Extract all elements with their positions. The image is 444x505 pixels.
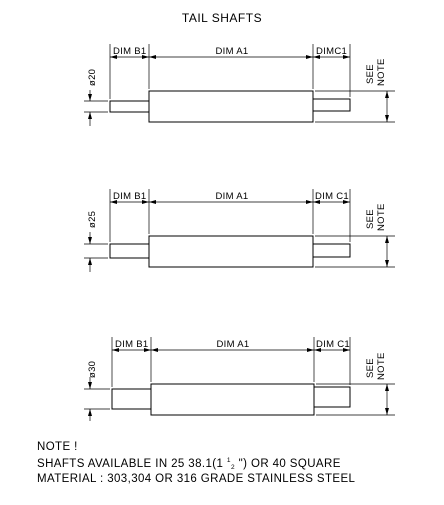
shaft-2-note-arrow bbox=[385, 236, 389, 243]
shaft-1-dia-arrow bbox=[88, 112, 92, 119]
shaft-2-dia-arrow bbox=[88, 237, 92, 244]
shaft-2-diameter: ø25 bbox=[87, 211, 98, 228]
shaft-1-arrow bbox=[149, 55, 156, 59]
shaft-2-arrow bbox=[306, 200, 313, 204]
shaft-1-dim-a1: DIM A1 bbox=[216, 46, 249, 57]
shaft-2-note-arrow bbox=[385, 260, 389, 267]
note-line-1-end: ") OR 40 SQUARE bbox=[239, 458, 341, 470]
shaft-1-end-b bbox=[109, 100, 151, 113]
shaft-1-arrow bbox=[306, 55, 313, 59]
shaft-3-arrow bbox=[314, 348, 321, 352]
shaft-1-body bbox=[148, 90, 314, 123]
note-fraction-numerator: 1 bbox=[227, 457, 231, 464]
shaft-3-arrow bbox=[112, 348, 119, 352]
shaft-2-dim-c1: DIM C1 bbox=[315, 191, 349, 202]
shaft-3-see-note: SEE bbox=[365, 358, 376, 378]
shaft-1-note-arrow bbox=[385, 115, 389, 122]
shaft-2-body bbox=[148, 235, 314, 268]
shaft-1-drawing: DIM B1 DIM A1 DIMC1 ø20 SEE NOTE bbox=[84, 44, 395, 126]
shaft-2-arrow bbox=[343, 200, 350, 204]
shaft-1-diameter: ø20 bbox=[87, 69, 98, 86]
shaft-1-arrow bbox=[343, 55, 350, 59]
shaft-3-arrow bbox=[144, 348, 151, 352]
shaft-2-end-b bbox=[109, 243, 151, 259]
shaft-3-diameter: ø30 bbox=[87, 361, 98, 378]
shaft-2-dim-a1: DIM A1 bbox=[216, 191, 249, 202]
shaft-3-end-b bbox=[111, 388, 153, 410]
shaft-3-dia-arrow bbox=[88, 409, 92, 416]
shaft-2-arrow bbox=[110, 200, 117, 204]
shaft-1-note-arrow bbox=[385, 91, 389, 98]
shaft-3-note-arrow bbox=[385, 384, 389, 391]
shaft-1-arrow bbox=[313, 55, 320, 59]
shaft-1-arrow bbox=[142, 55, 149, 59]
shaft-3-dim-c1: DIM C1 bbox=[316, 339, 350, 350]
shaft-1-arrow bbox=[110, 55, 117, 59]
shaft-3-arrow bbox=[343, 348, 350, 352]
shaft-2-arrow bbox=[142, 200, 149, 204]
shaft-3-arrow bbox=[151, 348, 158, 352]
shaft-2-see-note: SEE bbox=[365, 209, 376, 229]
shaft-3-dim-a1: DIM A1 bbox=[217, 339, 250, 350]
shaft-1-end-c bbox=[311, 98, 351, 112]
shaft-2-arrow bbox=[313, 200, 320, 204]
shaft-3-drawing: DIM B1 DIM A1 DIM C1 ø30 SEE NOTE bbox=[84, 337, 395, 421]
shaft-3-body bbox=[150, 383, 315, 416]
shaft-1-see-note: SEE bbox=[365, 64, 376, 84]
shaft-3-arrow bbox=[307, 348, 314, 352]
shaft-1-dia-arrow bbox=[88, 94, 92, 101]
note-fraction-denominator: 2 bbox=[231, 464, 235, 471]
shaft-3-dim-b1: DIM B1 bbox=[115, 339, 148, 350]
drawing-title: TAIL SHAFTS bbox=[182, 11, 262, 25]
shaft-2-end-c bbox=[311, 243, 351, 258]
shaft-2-dia-arrow bbox=[88, 258, 92, 265]
shaft-3-note-arrow bbox=[385, 408, 389, 415]
shaft-3-dia-arrow bbox=[88, 382, 92, 389]
note-line-2: MATERIAL : 303,304 OR 316 GRADE STAINLES… bbox=[37, 473, 356, 485]
shaft-1-see-note: NOTE bbox=[376, 58, 387, 86]
shaft-3-see-note: NOTE bbox=[376, 352, 387, 380]
shaft-1-dim-b1: DIM B1 bbox=[113, 46, 146, 57]
shaft-1-dim-c1: DIMC1 bbox=[316, 46, 347, 57]
shaft-2-dim-b1: DIM B1 bbox=[113, 191, 146, 202]
shaft-2-see-note: NOTE bbox=[376, 203, 387, 231]
shaft-2-drawing: DIM B1 DIM A1 DIM C1 ø25 SEE NOTE bbox=[84, 189, 395, 272]
shaft-3-end-c bbox=[312, 386, 351, 408]
shaft-2-arrow bbox=[149, 200, 156, 204]
note-heading: NOTE ! bbox=[37, 441, 78, 453]
note-line-1: SHAFTS AVAILABLE IN 25 38.1(1 1 2 ") OR … bbox=[37, 453, 341, 472]
note-line-1-start: SHAFTS AVAILABLE IN 25 38.1(1 bbox=[37, 458, 223, 470]
